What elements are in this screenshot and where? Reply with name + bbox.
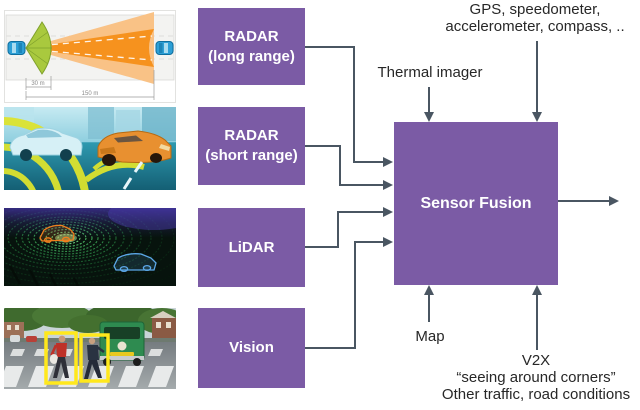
vision-label: Vision — [229, 339, 274, 356]
lane-marking — [122, 161, 144, 190]
radar-range-illustration: 30 m 150 m — [4, 10, 176, 103]
radar-short-range-box: RADAR (short range) — [198, 107, 305, 185]
detection-box-2 — [79, 333, 110, 383]
detection-box-1 — [44, 331, 78, 385]
foreground-shadows — [8, 265, 80, 286]
right-car — [97, 130, 172, 166]
map-label: Map — [415, 328, 445, 345]
lidar-box: LiDAR — [198, 208, 305, 287]
target-car — [155, 41, 174, 55]
sensor-fusion-label: Sensor Fusion — [420, 194, 532, 212]
pedestrian-red — [49, 335, 69, 378]
radar-long-range-label: RADAR (long range) — [208, 27, 295, 65]
trees — [4, 308, 176, 334]
far-range-label: 150 m — [82, 91, 99, 97]
arrow-vision-to-fusion — [305, 237, 393, 349]
left-car — [9, 127, 83, 161]
thermal-imager-label: Thermal imager — [377, 64, 483, 81]
arrow-lidar-to-fusion — [305, 207, 393, 248]
detected-car-blue — [113, 253, 157, 273]
ego-car — [7, 41, 26, 55]
detected-car-orange — [39, 224, 75, 243]
lidar-label: LiDAR — [228, 238, 275, 256]
radar-short-range-label: RADAR (short range) — [205, 127, 298, 164]
near-range-label: 30 m — [31, 81, 44, 87]
pedestrian-dark — [84, 337, 105, 379]
radar-long-range-box: RADAR (long range) — [198, 8, 305, 85]
background-cars — [10, 335, 37, 342]
dimension-lines — [25, 70, 155, 100]
vision-pedestrian-illustration — [4, 308, 176, 389]
sensor-fusion-box: Sensor Fusion — [394, 122, 558, 285]
short-range-radar-illustration — [4, 107, 176, 190]
lidar-pointcloud-illustration — [4, 208, 176, 286]
v2x-label: V2X “seeing around corners” Other traffi… — [441, 352, 631, 403]
arrow-radar-short-to-fusion — [305, 145, 393, 190]
gps-speedometer-label: GPS, speedometer, accelerometer, compass… — [445, 1, 625, 35]
vision-box: Vision — [198, 308, 305, 388]
